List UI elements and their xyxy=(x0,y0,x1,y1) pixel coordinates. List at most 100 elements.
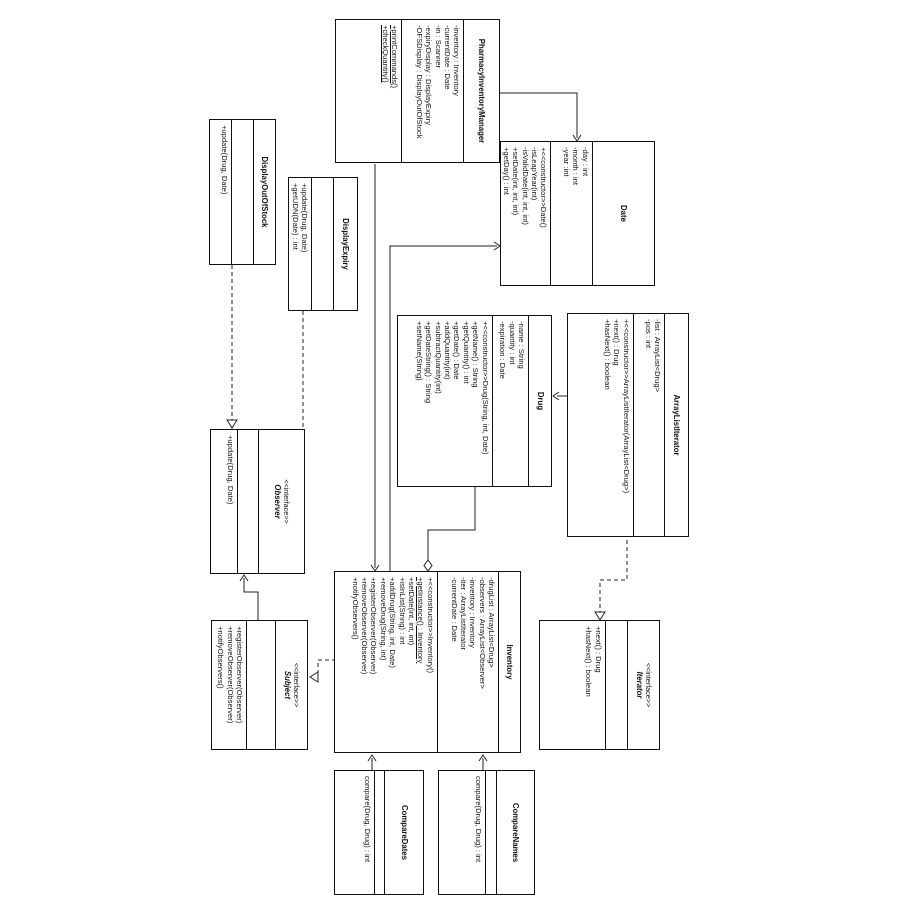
operation: +hasNext() : boolean xyxy=(603,319,613,390)
arrowhead-comparedates xyxy=(367,754,377,762)
operation: +removeDrug(String, int) xyxy=(378,577,388,661)
operation: +getQuantity() : int xyxy=(461,321,471,384)
operation-compartment: +registerObserver(Observer)+removeObserv… xyxy=(212,621,248,749)
attribute-compartment xyxy=(605,621,628,749)
attribute: -name : String xyxy=(517,321,527,369)
attribute-compartment xyxy=(485,771,497,894)
class-name-compartment: CompareDates xyxy=(385,771,423,894)
operation: +notifyObservers() xyxy=(216,626,226,689)
attribute: -expiration : Date xyxy=(498,321,508,379)
class-name-compartment: Inventory xyxy=(499,572,520,752)
realization-arrow-inventory xyxy=(309,671,319,683)
operation: +getName() : String xyxy=(471,321,481,388)
attribute-compartment: -inventory : Inventory-currentDate : Dat… xyxy=(402,20,465,162)
operation: +<<constructor>>ArrayListIterator(ArrayL… xyxy=(621,319,631,494)
class-name: Drug xyxy=(535,391,545,411)
assoc-pim-date xyxy=(500,92,578,138)
class-dos: DisplayOutOfStock +update(Drug, Date) xyxy=(209,119,277,265)
operation: +next() : Drug xyxy=(593,626,603,673)
operation-compartment: compare(Drug, Drug) : int xyxy=(439,771,486,894)
operation: +getUDN(Date) : int xyxy=(290,183,300,250)
class-iter: <<interface>>Iterator+next() : Drug+hasN… xyxy=(539,620,661,750)
operation-compartment: +update(Drug, Date) xyxy=(211,430,239,573)
operation: +subtractQuantity(int) xyxy=(433,321,443,394)
class-box: CompareNames compare(Drug, Drug) : int xyxy=(438,770,535,895)
operation: +addQuantity(int) xyxy=(443,321,453,380)
operation-compartment: +update(Drug, Date)+getUDN(Date) : int xyxy=(289,178,313,310)
class-name-compartment: CompareNames xyxy=(497,771,534,894)
operation-compartment: +<<constructor>>Date()-isLeapYear(int)-i… xyxy=(501,142,552,285)
class-obs: <<interface>>Observer +update(Drug, Date) xyxy=(210,429,306,574)
class-name-compartment: Drug xyxy=(529,316,551,486)
class-box: DisplayExpiry+update(Drug, Date)+getUDN(… xyxy=(288,177,358,311)
attribute: -expiryDisplay : DisplayExpiry xyxy=(424,25,434,126)
attribute: -quantity : int xyxy=(507,321,517,365)
class-name-compartment: ArrayListIterator xyxy=(665,314,688,536)
class-pim: PharmacyInventoryManager -inventory : Inv… xyxy=(335,19,501,163)
class-box: PharmacyInventoryManager -inventory : Inv… xyxy=(335,19,500,163)
class-name: ArrayListIterator xyxy=(672,394,682,456)
operation: +removeObserver(Observer) xyxy=(225,626,235,724)
operation-compartment: +<<constructor>>ArrayListIterator(ArrayL… xyxy=(568,314,634,536)
operation-compartment: +next() : Drug+hasNext() : boolean xyxy=(540,621,606,749)
class-box: Drug -name : String-quantity : int-expira… xyxy=(397,315,552,487)
operation: +getDate() : Date xyxy=(452,321,462,380)
attribute: -drugList : ArrayList<Drug> xyxy=(487,577,497,668)
operation: +checkQuantity() xyxy=(380,25,390,83)
operation: +update(Drug, Date) xyxy=(220,125,230,195)
operation: compare(Drug, Drug) : int xyxy=(473,776,483,863)
class-name-compartment: <<interface>>Observer xyxy=(259,430,304,573)
operation: +<<constructor>>Date() xyxy=(539,147,549,228)
operation: +hasNext() : boolean xyxy=(584,626,594,697)
attribute: -currentDate : Date xyxy=(449,577,459,642)
class-inv: Inventory-drugList : ArrayList<Drug>-obs… xyxy=(334,571,522,753)
operation: +isInList(String) : int xyxy=(397,577,407,645)
class-name: DisplayOutOfStock xyxy=(260,156,270,228)
attribute: -currentDate : Date xyxy=(443,25,452,90)
operation: +<<constructor>>Inventory() xyxy=(425,577,435,674)
class-subj: <<interface>>Subject+registerObserver(Ob… xyxy=(211,620,309,750)
attribute: -inventory : Inventory xyxy=(452,25,462,96)
attribute-compartment: -name : String-quantity : int-expiration… xyxy=(492,316,530,486)
class-box: ArrayListIterator -list : ArrayList<Drug>… xyxy=(567,313,689,537)
realization-arrow-dos xyxy=(226,419,238,429)
attribute: -list : ArrayList<Drug> xyxy=(653,319,663,393)
attribute: -in : Scanner xyxy=(433,25,443,69)
aggregation-diamond xyxy=(423,559,433,572)
class-box: <<interface>>Observer +update(Drug, Date) xyxy=(210,429,305,574)
arrowhead-iterator-drug xyxy=(552,391,560,401)
realization-arrow-ali xyxy=(594,611,606,621)
attribute-compartment: -list : ArrayList<Drug>-pos : int xyxy=(633,314,666,536)
class-box: <<interface>>Subject+registerObserver(Ob… xyxy=(211,620,308,750)
operation: +addDrug(String, int, Date) xyxy=(388,577,398,668)
operation: -isValidDate(int, int, int) xyxy=(520,147,530,225)
class-box: Date-day : int-month : int-year :int+<<c… xyxy=(500,141,655,286)
class-ali: ArrayListIterator -list : ArrayList<Drug>… xyxy=(567,313,690,537)
operation: +update(Drug, Date) xyxy=(300,183,310,253)
attribute: -month : int xyxy=(571,147,581,185)
class-name: Iterator xyxy=(634,671,644,699)
class-name: Observer xyxy=(272,484,282,519)
operation: +removeObserver(Observer) xyxy=(360,577,369,675)
class-name: PharmacyInventoryManager xyxy=(477,38,487,144)
operation-compartment: +update(Drug, Date) xyxy=(210,120,233,264)
operation: -isLeapYear(int) xyxy=(529,147,539,201)
class-box: Inventory-drugList : ArrayList<Drug>-obs… xyxy=(334,571,521,753)
attribute-compartment: -drugList : ArrayList<Drug>-observers : … xyxy=(437,572,500,752)
class-name: CompareNames xyxy=(511,802,521,863)
operation: +getInstance() : Inventory xyxy=(416,577,426,664)
class-name-compartment: DisplayOutOfStock xyxy=(254,120,275,264)
class-name: Subject xyxy=(282,670,292,700)
operation-compartment: +<<constructor>>Drug(String, int, Date)+… xyxy=(398,316,493,486)
operation: +<<constructor>>Drug(String, int, Date) xyxy=(480,321,490,455)
operation: +update(Drug, Date) xyxy=(226,435,236,505)
attribute: -observers : ArrayList<Observer> xyxy=(477,577,487,689)
class-box: DisplayOutOfStock +update(Drug, Date) xyxy=(209,119,276,265)
realization-ali-iterator xyxy=(599,540,628,612)
assoc-inventory-date xyxy=(389,245,497,571)
operation-compartment: +printCommands()+checkQuantity() xyxy=(336,20,403,162)
class-dex: DisplayExpiry+update(Drug, Date)+getUDN(… xyxy=(288,177,359,311)
operation-compartment: +<<constructor>>Inventory()+getInstance(… xyxy=(334,572,438,752)
